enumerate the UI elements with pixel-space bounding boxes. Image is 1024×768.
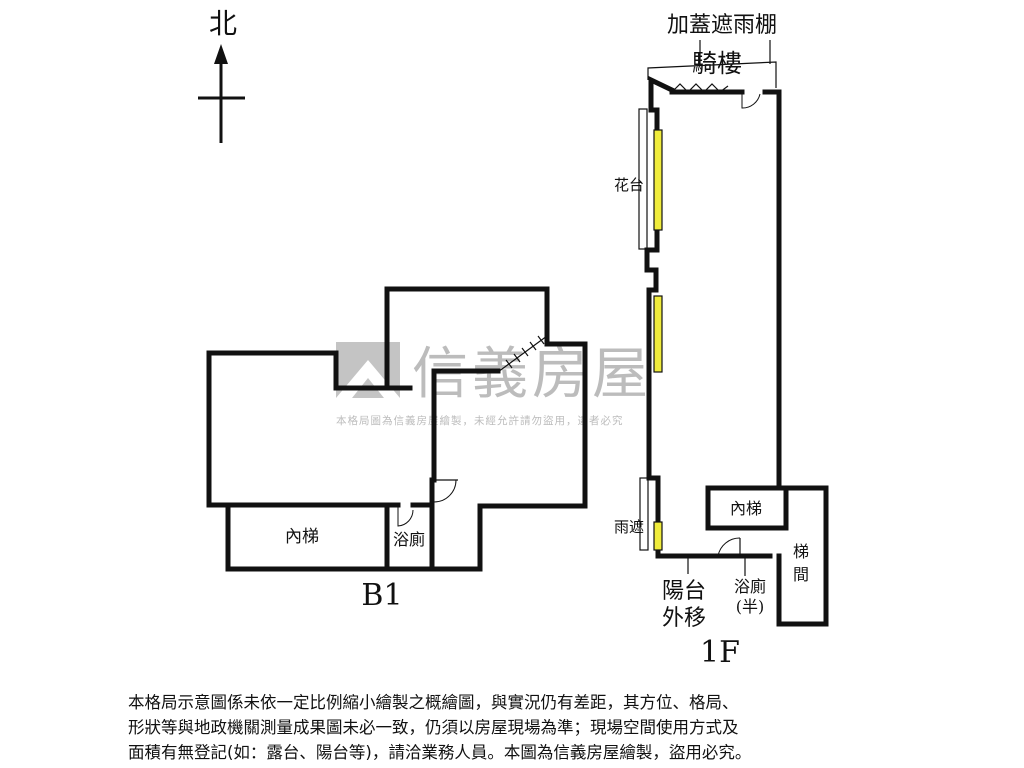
b1-stair-hatch: [497, 335, 548, 373]
stairwell-label-1: 梯: [793, 542, 809, 561]
b1-room-bath-label: 浴廁: [393, 530, 425, 549]
stairwell-label-2: 間: [793, 565, 809, 584]
rain-shelter-box: [639, 477, 649, 551]
disclaimer-line-3: 面積有無登記(如：露台、陽台等)，請洽業務人員。本圖為信義房屋繪製，盜用必究。: [128, 743, 752, 762]
b1-bath-door-swing: [397, 505, 414, 527]
1f-inner-stair-label: 內梯: [730, 499, 762, 518]
1f-window-upper: [653, 129, 663, 231]
watermark-brand: 信義房屋: [412, 342, 652, 407]
floor-b1-caption: B1: [361, 578, 402, 613]
1f-front-door-swing: [741, 92, 761, 109]
b1-inner-wall-b: [429, 368, 501, 572]
floor-1f-caption: 1F: [700, 635, 740, 670]
canopy-zigzag: [671, 83, 729, 93]
arcade-label: 騎樓: [692, 49, 742, 78]
disclaimer-notice: 本格局示意圖係未依一定比例縮小繪製之概繪圖，與實況仍有差距，其方位、格局、 形狀…: [128, 690, 908, 765]
canopy-label: 加蓋遮雨棚: [667, 13, 777, 38]
watermark-subtitle: 本格局圖為信義房屋繪製，未經允許請勿盜用，違者必究: [336, 414, 624, 427]
1f-stairwell: [776, 485, 829, 627]
watermark: 信義房屋 本格局圖為信義房屋繪製，未經允許請勿盜用，違者必究: [336, 342, 652, 427]
1f-outer-wall: [644, 76, 782, 559]
rain-shelter-label: 雨遮: [614, 518, 644, 536]
floor-b1-plan: 內梯 浴廁: [206, 286, 588, 572]
balcony-moved-label-1: 陽台: [662, 579, 706, 604]
b1-outer-wall: [206, 286, 588, 572]
planter-label: 花台: [614, 176, 644, 194]
planter-box: [638, 108, 648, 250]
floor-1f-plan: 花台 雨遮 內梯 梯 間: [614, 40, 829, 627]
balcony-moved-label-2: 外移: [662, 606, 706, 631]
north-compass-icon: [198, 44, 245, 143]
1f-window-middle: [653, 295, 663, 373]
1f-bath-door-swing: [717, 537, 741, 557]
b1-door-swing: [433, 479, 457, 503]
canopy-bracket: [647, 61, 777, 88]
1f-inner-stair-box: [705, 485, 789, 531]
1f-window-lower: [653, 521, 663, 551]
disclaimer-line-2: 形狀等與地政機關測量成果圖未必一致，仍須以房屋現場為準；現場空間使用方式及: [128, 718, 739, 737]
compass-north-label: 北: [209, 7, 237, 40]
half-bath-label-2: (半): [736, 597, 765, 616]
b1-inner-wall-a: [384, 339, 413, 391]
half-bath-label-1: 浴廁: [734, 577, 766, 596]
disclaimer-line-1: 本格局示意圖係未依一定比例縮小繪製之概繪圖，與實況仍有差距，其方位、格局、: [128, 693, 739, 712]
b1-room-stair-label: 內梯: [285, 527, 319, 547]
